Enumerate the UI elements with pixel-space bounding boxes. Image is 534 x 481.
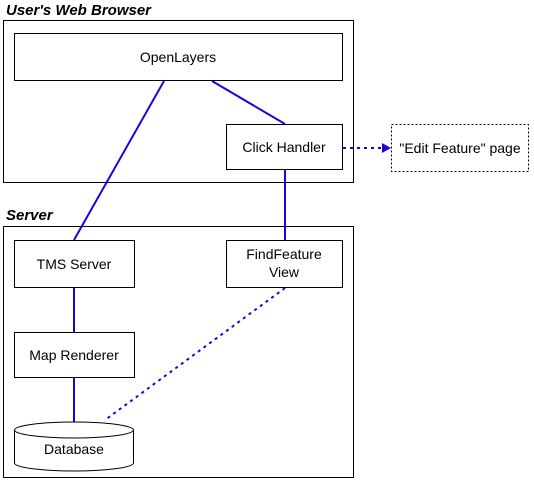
findfeature-view-label-line2: View	[269, 264, 300, 280]
edit-feature-page-node: "Edit Feature" page	[391, 124, 529, 172]
database-label: Database	[44, 441, 104, 457]
findfeature-view-node: FindFeature View	[226, 240, 343, 288]
server-group-label: Server	[6, 207, 54, 224]
edit-feature-page-label: "Edit Feature" page	[399, 140, 520, 156]
openlayers-label: OpenLayers	[140, 49, 216, 65]
tms-server-node: TMS Server	[14, 240, 135, 288]
tms-server-label: TMS Server	[37, 256, 112, 272]
openlayers-node: OpenLayers	[14, 33, 343, 81]
browser-group-label: User's Web Browser	[6, 2, 152, 19]
database-cylinder-body	[14, 430, 134, 472]
click-handler-label: Click Handler	[242, 139, 326, 155]
database-cylinder-top	[14, 421, 134, 439]
connector-findfeature-database	[104, 287, 286, 421]
connector-openlayers-clickhandler	[211, 80, 286, 125]
connectors	[73, 80, 391, 424]
map-renderer-node: Map Renderer	[14, 332, 135, 378]
database-node: Database	[14, 421, 134, 472]
map-renderer-label: Map Renderer	[29, 347, 119, 363]
click-handler-node: Click Handler	[226, 124, 343, 170]
server-group-frame	[3, 226, 354, 478]
browser-group-frame	[3, 20, 354, 183]
findfeature-view-label-line1: FindFeature	[246, 246, 322, 262]
connector-openlayers-tms	[73, 80, 165, 241]
